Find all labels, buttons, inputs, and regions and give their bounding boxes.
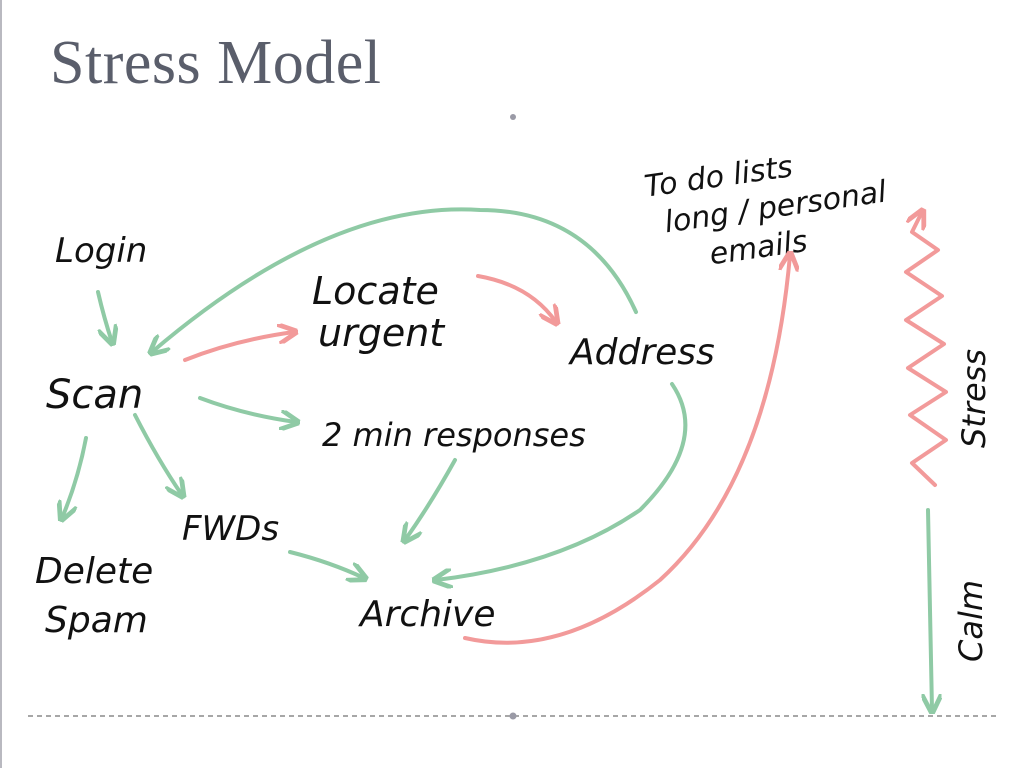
edge-address-scan <box>152 207 638 352</box>
scale-label-stress: Stress <box>955 349 993 448</box>
node-locate-urgent-line1: Locate <box>312 269 439 313</box>
bottom-dot <box>509 712 517 720</box>
edge-archive-todo <box>463 255 790 645</box>
node-address: Address <box>568 332 715 373</box>
slide-left-border <box>0 0 2 768</box>
edge-2min-archive <box>405 458 457 540</box>
slide-title: Stress Model <box>50 29 382 97</box>
node-fwds: FWDs <box>182 509 279 549</box>
node-locate-urgent-line2: urgent <box>318 311 446 355</box>
edge-login-scan <box>96 290 112 342</box>
edge-address-archive <box>436 382 688 580</box>
stress-zigzag-arrow <box>904 212 948 487</box>
edge-scan-delete-spam <box>62 436 88 518</box>
edge-locate-urgent-address <box>476 274 556 322</box>
edge-scan-locate-urgent <box>183 332 294 362</box>
node-scan: Scan <box>46 372 143 418</box>
edge-scan-fwds <box>133 413 182 495</box>
edge-scan-2min <box>198 396 296 422</box>
node-login: Login <box>55 231 147 271</box>
node-todo-group: To do lists long / personal emails <box>642 149 889 272</box>
node-delete-spam-line1: Delete <box>35 551 153 592</box>
node-archive: Archive <box>358 594 496 635</box>
calm-down-arrow <box>928 508 932 710</box>
edge-fwds-archive <box>288 550 364 578</box>
scale-label-calm: Calm <box>952 580 990 662</box>
top-dot <box>510 114 516 120</box>
node-2min-responses: 2 min responses <box>322 416 586 454</box>
node-delete-spam-line2: Spam <box>45 600 148 641</box>
